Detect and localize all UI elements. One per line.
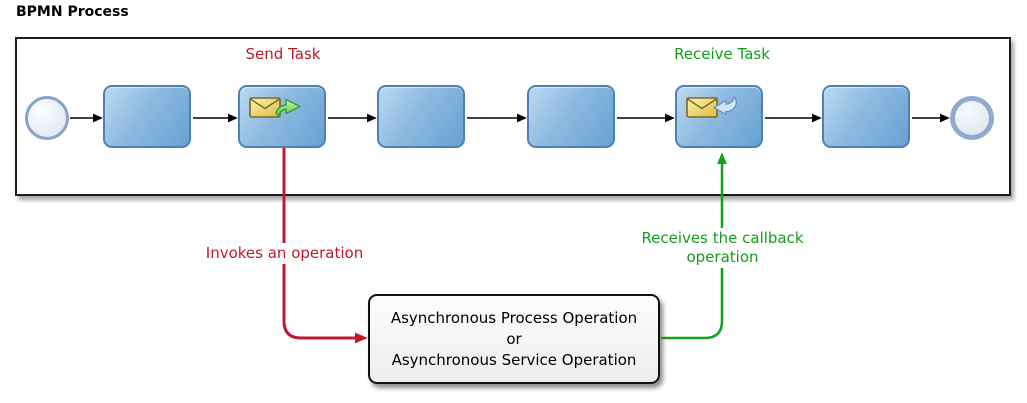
async-operation-line1: Asynchronous Process Operation: [390, 308, 638, 327]
page-title: BPMN Process: [16, 4, 129, 20]
task-3: [527, 85, 615, 148]
receive-message-icon: [686, 96, 738, 118]
receives-callback-label-line2: operation: [686, 248, 759, 266]
task-2: [377, 85, 465, 148]
end-event-circle: [950, 96, 994, 140]
receives-callback-label: Receives the callback operation: [634, 228, 811, 268]
send-message-icon: [249, 97, 301, 118]
receives-callback-label-line1: Receives the callback: [641, 229, 804, 247]
receive-task: [675, 85, 763, 148]
async-operation-line2: or: [506, 329, 522, 348]
send-task: [238, 85, 326, 148]
async-operation-line3: Asynchronous Service Operation: [391, 350, 637, 369]
task-4: [822, 85, 910, 148]
start-event-circle: [25, 96, 69, 140]
receive-task-label: Receive Task: [674, 45, 770, 63]
send-task-label: Send Task: [245, 45, 321, 63]
invokes-operation-label: Invokes an operation: [197, 243, 372, 264]
task-1: [103, 85, 191, 148]
async-operation-box: Asynchronous Process Operation or Asynch…: [368, 294, 660, 384]
